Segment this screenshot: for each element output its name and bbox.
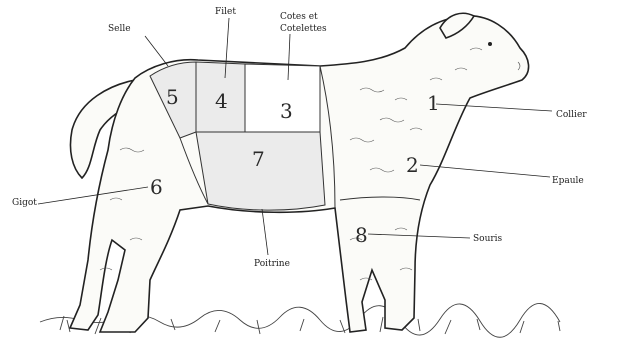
label-souris: Souris: [473, 234, 503, 244]
label-poitrine: Poitrine: [254, 259, 290, 269]
label-epaule: Epaule: [552, 176, 584, 186]
label-cotes-line2: Cotelettes: [280, 24, 327, 34]
leader-selle: [145, 36, 168, 66]
label-gigot: Gigot: [12, 198, 37, 208]
number-filet: 4: [215, 89, 228, 113]
number-cotes: 3: [280, 99, 293, 123]
number-souris: 8: [355, 223, 368, 247]
leader-epaule: [420, 165, 550, 177]
number-collier: 1: [427, 91, 440, 115]
label-collier: Collier: [556, 110, 587, 120]
number-gigot: 6: [150, 175, 163, 199]
number-epaule: 2: [406, 153, 419, 177]
number-poitrine: 7: [252, 147, 265, 171]
region-poitrine: [196, 132, 325, 210]
number-selle: 5: [166, 85, 179, 109]
label-selle: Selle: [108, 24, 131, 34]
leader-poitrine: [262, 209, 268, 255]
label-filet: Filet: [215, 7, 236, 17]
eye: [488, 42, 492, 46]
label-cotes-line1: Cotes et: [280, 12, 318, 22]
